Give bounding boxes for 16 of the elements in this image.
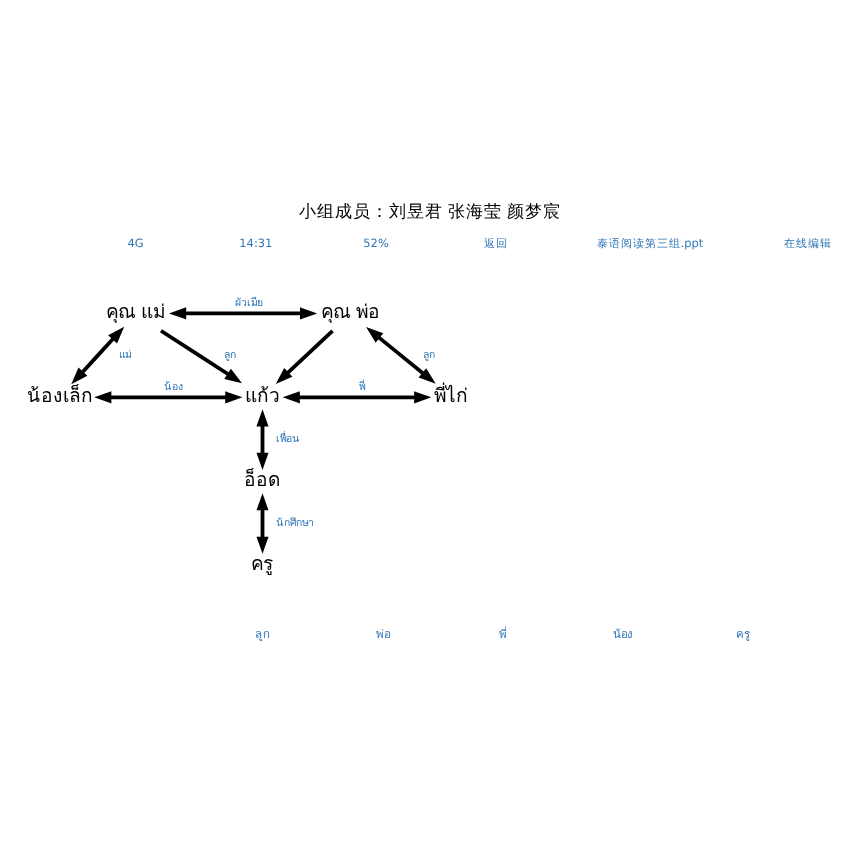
arrow xyxy=(159,328,243,383)
node-text: พี่ไก่ xyxy=(434,385,469,408)
node-text: น้องเล็ก xyxy=(27,385,94,408)
arrow xyxy=(168,306,318,319)
node-text: อ็อด xyxy=(244,469,281,492)
arrow xyxy=(282,390,432,403)
node-text: คุณ แม่ xyxy=(106,301,165,324)
node-text: คุณ พ่อ xyxy=(320,301,380,324)
arrow xyxy=(275,328,334,384)
node-text: ครู xyxy=(251,553,274,576)
arrow xyxy=(256,492,269,553)
node-text: แก้ว xyxy=(245,385,280,408)
arrow xyxy=(71,325,125,384)
diagram-title: 小组成员：刘昱君 张海莹 颜梦宸 xyxy=(298,202,562,223)
arrow xyxy=(94,390,243,403)
arrow xyxy=(256,408,269,469)
